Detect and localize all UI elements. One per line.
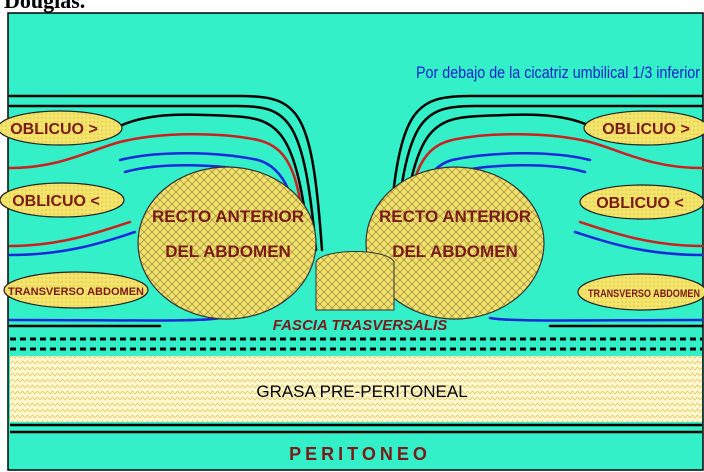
fat-label: GRASA PRE-PERITONEAL bbox=[256, 382, 467, 401]
caption-text: Douglas. bbox=[4, 0, 86, 13]
oblique-internal-right bbox=[579, 184, 704, 220]
fascia-line-black-3 bbox=[118, 113, 592, 252]
rectus-left-label-line1: RECTO ANTERIOR bbox=[152, 207, 304, 226]
fat-layer bbox=[10, 356, 702, 422]
transverse-left bbox=[3, 271, 149, 309]
fascia-line-blue-1 bbox=[8, 230, 704, 257]
transverse-left-label: TRANSVERSO ABDOMEN bbox=[8, 286, 144, 298]
rectus-left-label-line2: DEL ABDOMEN bbox=[165, 242, 291, 261]
oblique-external-right-label: OBLICUO > bbox=[602, 121, 690, 138]
rectus-right-label-line1: RECTO ANTERIOR bbox=[379, 207, 531, 226]
rectus-abdominis-right bbox=[365, 166, 545, 320]
oblique-external-left-label: OBLICUO > bbox=[10, 121, 98, 138]
fascia-line-red-1 bbox=[8, 133, 704, 252]
fascia-label: FASCIA TRASVERSALIS bbox=[273, 317, 447, 334]
oblique-external-right bbox=[583, 110, 704, 146]
oblique-external-left bbox=[0, 110, 123, 146]
fascia-line-red-2 bbox=[8, 220, 704, 248]
transverse-right-label: TRANSVERSO ABDOMEN bbox=[588, 288, 700, 300]
subtitle-text: Por debajo de la cicatriz umbilical 1/3 … bbox=[416, 63, 700, 82]
oblique-internal-left-label: OBLICUO < bbox=[12, 193, 100, 210]
oblique-internal-right-label: OBLICUO < bbox=[596, 195, 684, 212]
transverse-right bbox=[577, 273, 704, 311]
rectus-right-label-line2: DEL ABDOMEN bbox=[392, 242, 518, 261]
peritoneum-label: PERITONEO bbox=[289, 444, 431, 464]
rectus-abdominis-left bbox=[137, 166, 317, 320]
linea-alba bbox=[315, 251, 395, 311]
oblique-internal-left bbox=[0, 182, 125, 218]
fascia-line-blue-4 bbox=[8, 316, 704, 322]
